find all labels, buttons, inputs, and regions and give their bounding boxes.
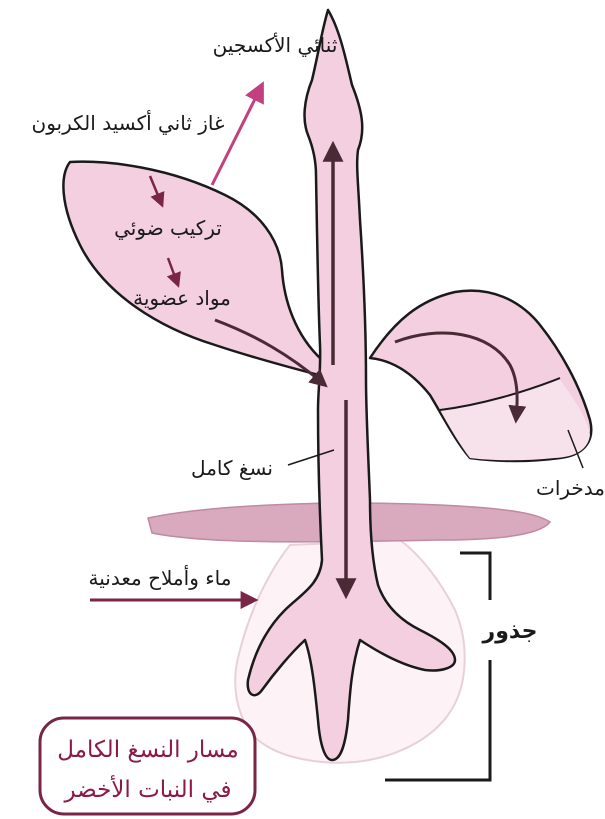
phloem-sap-label: نسغ كامل — [191, 456, 273, 480]
reserves-label: مدخرات — [536, 476, 605, 500]
roots-label: جذور — [482, 619, 538, 644]
photosynthesis-label: تركيب ضوئي — [114, 216, 222, 241]
oxygen-arrow — [212, 85, 262, 185]
title-line-1: مسار النسغ الكامل — [57, 737, 239, 763]
water-minerals-label: ماء وأملاح معدنية — [89, 565, 232, 590]
oxygen-label: ثنائي الأكسجين — [213, 33, 338, 58]
leaf — [63, 162, 330, 378]
organic-matter-label: مواد عضوية — [133, 286, 231, 310]
title-line-2: في النبات الأخضر — [63, 775, 231, 803]
co2-label: غاز ثاني أكسيد الكربون — [32, 110, 225, 136]
